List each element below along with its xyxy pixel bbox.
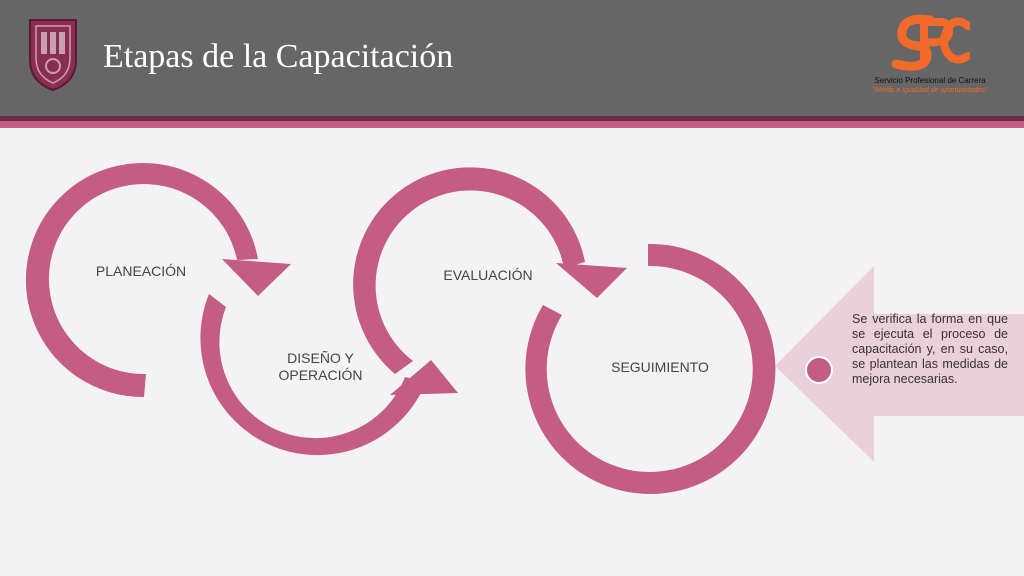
callout-dot xyxy=(805,356,833,384)
page-title: Etapas de la Capacitación xyxy=(103,38,454,75)
process-cycle-diagram xyxy=(25,163,1024,494)
ipn-logo xyxy=(29,19,77,92)
evaluacion-arc xyxy=(353,167,585,374)
header-bar xyxy=(0,0,1024,116)
seguimiento-description: Se verifica la forma en que se ejecuta e… xyxy=(852,312,1008,386)
stage-seguimiento-label: SEGUIMIENTO xyxy=(611,359,709,375)
stage-diseno-label: DISEÑO Y OPERACIÓN xyxy=(278,350,363,383)
diseno-arc xyxy=(200,294,426,456)
spc-name: Servicio Profesional de Carrera xyxy=(874,76,986,85)
evaluacion-arrowhead xyxy=(556,263,627,298)
callout-box xyxy=(843,314,1024,416)
stage-planeacion-label: PLANEACIÓN xyxy=(95,263,187,279)
planeacion-arc xyxy=(25,163,259,398)
stage-evaluacion-label: EVALUACIÓN xyxy=(443,267,533,283)
header-stripe-dark xyxy=(0,116,1024,121)
header-stripe-pink xyxy=(0,121,1024,128)
planeacion-arrowhead xyxy=(222,259,291,296)
diseno-arrowhead xyxy=(390,360,458,395)
spc-logo xyxy=(891,14,970,71)
spc-slogan: "Mérito e igualdad de oportunidades" xyxy=(872,87,988,94)
